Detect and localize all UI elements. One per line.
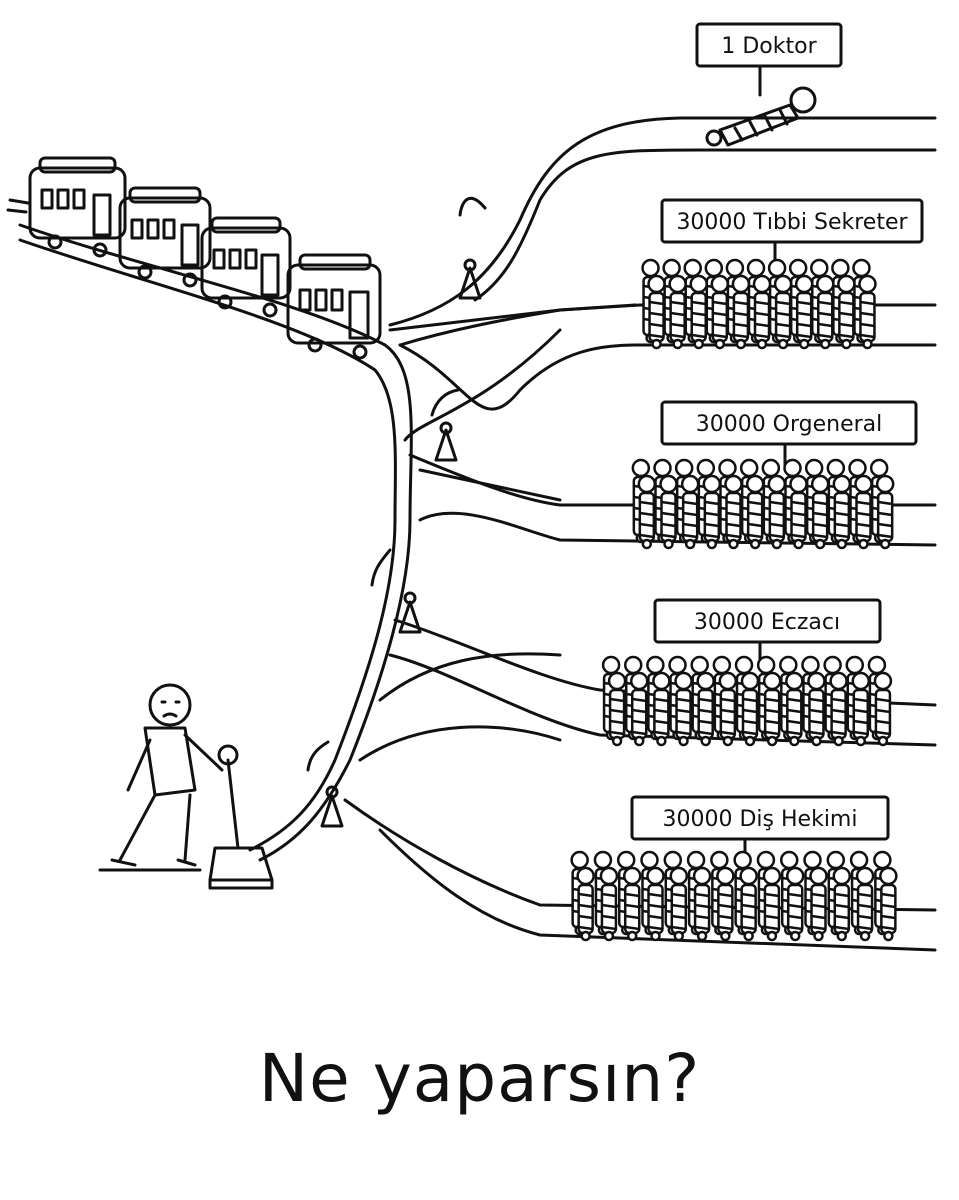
tied-person — [674, 671, 693, 747]
switch-lever-4 — [306, 740, 344, 828]
tied-person — [785, 866, 805, 942]
tied-person — [873, 671, 893, 747]
trolley-car — [28, 156, 127, 258]
tied-person — [718, 671, 738, 747]
tied-person — [637, 474, 657, 550]
crowd-group — [601, 655, 893, 747]
tied-person — [785, 671, 804, 747]
tied-person — [879, 866, 898, 942]
tied-person — [809, 866, 828, 942]
crowd-group — [641, 258, 877, 350]
tied-person — [689, 274, 708, 350]
track-branch-4 — [378, 618, 937, 747]
trolley-car — [286, 253, 382, 360]
tied-person — [739, 866, 758, 942]
tied-person — [832, 474, 852, 550]
switch-lever-1 — [458, 196, 487, 300]
trolley-car — [200, 216, 292, 318]
tied-person — [716, 866, 735, 942]
doctor-figure — [705, 86, 817, 147]
tied-person — [752, 274, 772, 350]
tied-person — [724, 474, 743, 550]
tied-person — [702, 474, 722, 550]
tied-person — [851, 671, 871, 747]
tied-person — [646, 866, 665, 942]
tied-person — [875, 474, 895, 550]
sign-label: 30000 Tıbbi Sekreter — [676, 210, 908, 235]
sign-post-2 — [660, 198, 924, 264]
trolley-car — [118, 186, 212, 288]
tied-person — [576, 866, 595, 942]
tied-person — [794, 274, 814, 350]
tied-person — [855, 866, 875, 942]
tied-person — [837, 274, 856, 350]
tied-person — [762, 671, 782, 747]
tied-person — [607, 671, 627, 747]
tied-person — [829, 671, 848, 747]
tied-person — [810, 474, 830, 550]
switch-lever-2 — [430, 388, 460, 462]
caption-question: Ne yaparsın? — [258, 1040, 701, 1117]
tied-person — [680, 474, 700, 550]
sign-post-4 — [653, 598, 882, 662]
tied-person — [696, 671, 715, 747]
tied-person — [807, 671, 826, 747]
tied-person — [745, 474, 765, 550]
tied-person — [858, 274, 877, 350]
tied-person — [647, 274, 666, 350]
track-branch-5 — [343, 725, 937, 952]
sign-label: 30000 Orgeneral — [696, 412, 883, 437]
tied-person — [599, 866, 619, 942]
crowds — [570, 258, 898, 942]
tied-person — [652, 671, 671, 747]
tied-person — [710, 274, 730, 350]
sign-post-3 — [660, 400, 918, 467]
tied-person — [832, 866, 852, 942]
tied-person — [767, 474, 787, 550]
track-branch-3 — [408, 453, 937, 547]
tied-person — [731, 274, 751, 350]
tied-person — [668, 274, 687, 350]
tied-person — [669, 866, 689, 942]
sign-label: 30000 Eczacı — [694, 610, 840, 635]
sign-post-1 — [695, 22, 843, 97]
sign-label: 30000 Diş Hekimi — [663, 807, 858, 832]
crowd-group — [631, 458, 895, 550]
crowd-group — [570, 850, 898, 942]
tied-person — [762, 866, 782, 942]
main-lever — [208, 744, 274, 890]
sign-label: 1 Doktor — [721, 34, 817, 59]
tied-person — [622, 866, 642, 942]
tied-person — [789, 474, 808, 550]
switch-lever-3 — [370, 548, 422, 634]
tied-person — [629, 671, 649, 747]
tied-person — [740, 671, 760, 747]
tied-person — [692, 866, 712, 942]
tied-person — [659, 474, 678, 550]
tied-person — [773, 274, 793, 350]
tied-person — [854, 474, 873, 550]
trolley-train — [6, 156, 382, 360]
person-at-lever — [98, 683, 224, 872]
tied-person — [816, 274, 835, 350]
